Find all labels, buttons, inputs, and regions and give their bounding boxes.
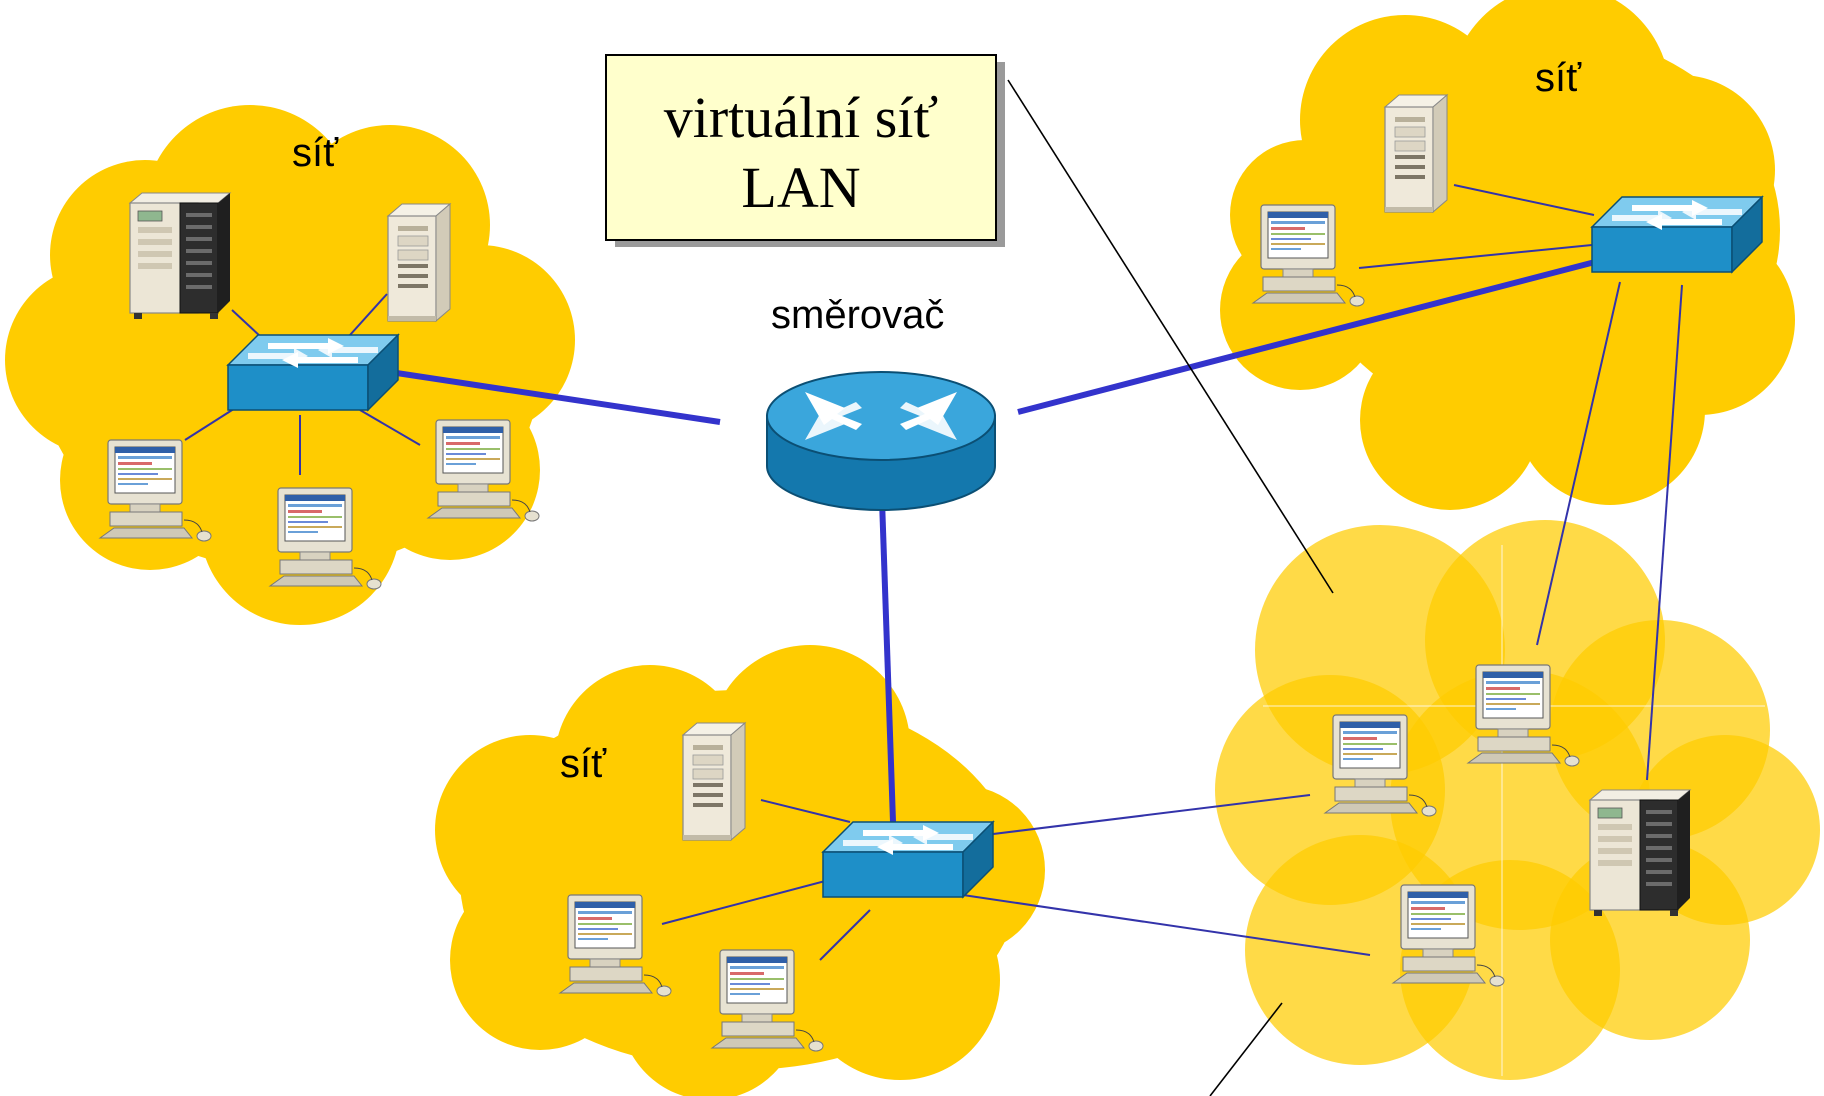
cloud-virtual-lan <box>1215 520 1820 1080</box>
callout-line-2: LAN <box>741 155 860 220</box>
server-tower-icon <box>1384 94 1448 213</box>
switch-icon <box>822 821 994 898</box>
server-tower-icon <box>682 722 746 841</box>
callout-line-1: virtuální síť <box>664 85 938 150</box>
trunk-links <box>389 259 1596 823</box>
switch-icon <box>1591 196 1763 273</box>
virtual-lan-callout: virtuální síť LAN <box>605 54 1005 247</box>
callout-leaders <box>1007 79 1334 1096</box>
server-tower-icon <box>129 192 231 320</box>
router-label: směrovač <box>771 293 944 337</box>
switch-icon <box>227 334 399 411</box>
network-label-left: síť <box>292 131 339 175</box>
server-tower-icon <box>387 203 451 322</box>
access-links <box>184 184 1683 961</box>
server-tower-icon <box>1589 789 1691 917</box>
network-label-top-right: síť <box>1535 56 1582 100</box>
router-icon <box>766 371 996 511</box>
network-label-bottom: síť <box>560 742 607 786</box>
